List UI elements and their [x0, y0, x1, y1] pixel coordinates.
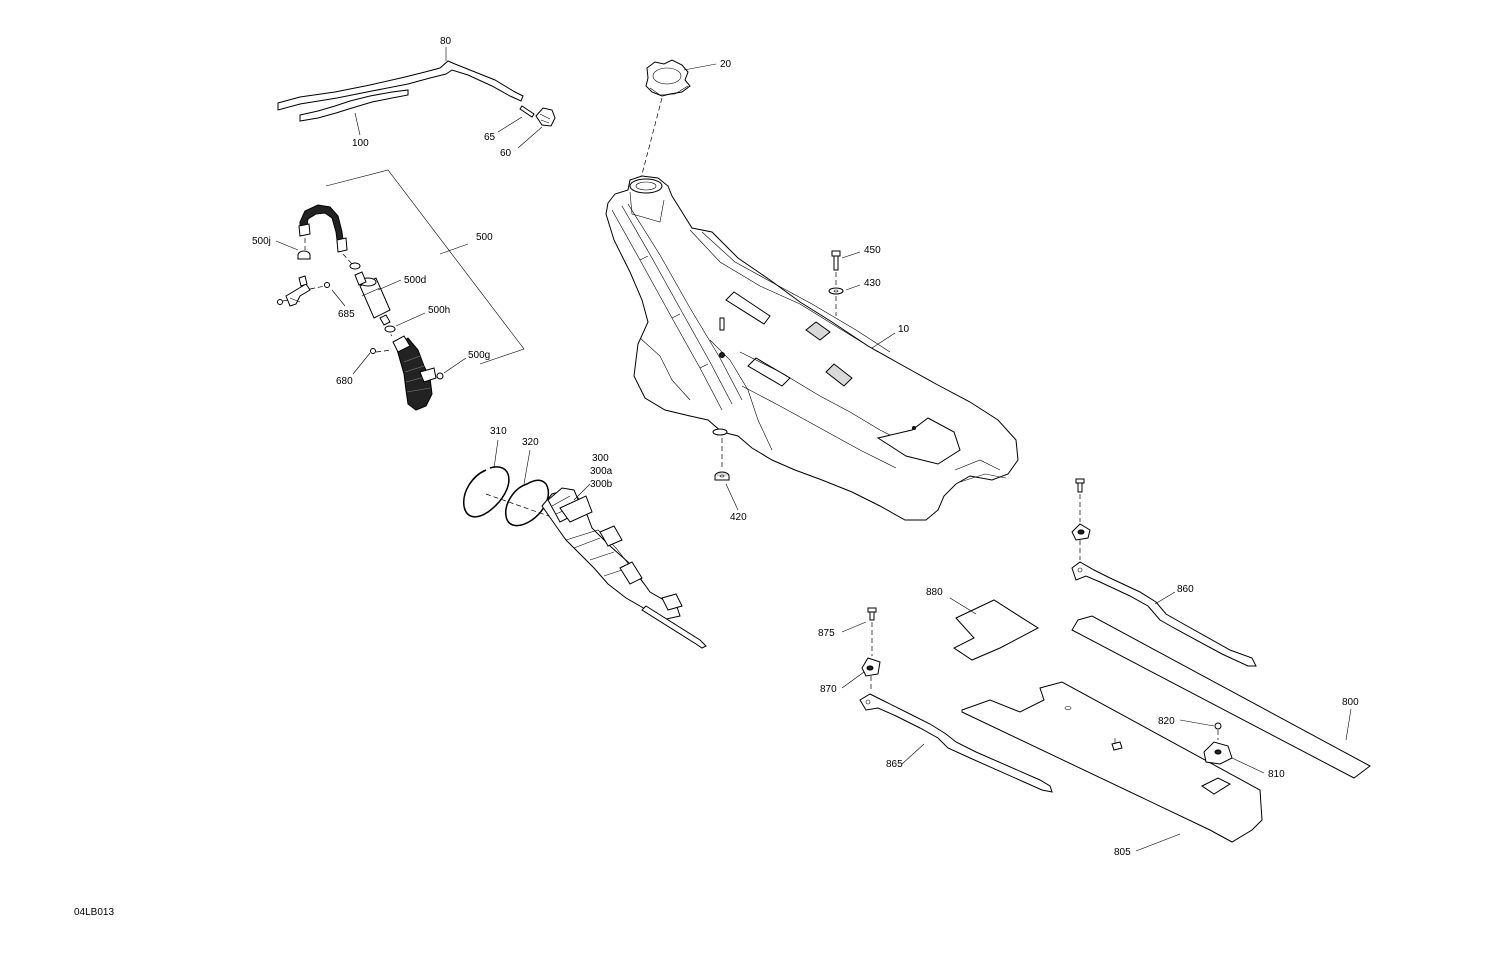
callout-20: 20 — [720, 59, 732, 70]
support-bracket-860 — [1071, 561, 1257, 667]
callout-320: 320 — [522, 437, 539, 448]
callout-450: 450 — [864, 245, 881, 256]
tee-fitting — [277, 275, 330, 307]
clamp-upper — [349, 262, 361, 270]
callout-865: 865 — [886, 759, 903, 770]
nut-870 — [861, 657, 881, 677]
callout-680: 680 — [336, 376, 353, 387]
callout-860: 860 — [1177, 584, 1194, 595]
vent-hose-80 — [277, 60, 524, 111]
callout-500j: 500j — [252, 236, 271, 247]
callout-430: 430 — [864, 278, 881, 289]
callout-labels: 80 100 65 60 20 500j 500 500d 685 500h 6… — [74, 36, 1359, 918]
bolt-820 — [1214, 722, 1222, 730]
callout-60: 60 — [500, 148, 512, 159]
fuel-cap-20 — [645, 59, 691, 97]
callout-875: 875 — [818, 628, 835, 639]
callout-80: 80 — [440, 36, 452, 47]
retaining-ring-310 — [463, 466, 510, 518]
clamp-500j — [297, 250, 311, 260]
corrugated-hose-500g — [392, 335, 444, 411]
bushing-420 — [714, 471, 730, 481]
bolt-875 — [867, 607, 877, 621]
callout-685: 685 — [338, 309, 355, 320]
callout-300a: 300a — [590, 466, 613, 477]
callout-300: 300 — [592, 453, 609, 464]
heat-shield-805 — [961, 681, 1263, 843]
washer-430 — [828, 287, 844, 295]
heat-shield-880 — [953, 599, 1039, 661]
callout-500d: 500d — [404, 275, 426, 286]
callout-500g: 500g — [468, 350, 490, 361]
callout-500: 500 — [476, 232, 493, 243]
nut-upper — [1071, 523, 1091, 541]
callout-300b: 300b — [590, 479, 613, 490]
bracket-500 — [325, 169, 525, 365]
callout-810: 810 — [1268, 769, 1285, 780]
callout-310: 310 — [490, 426, 507, 437]
support-bracket-865 — [859, 693, 1053, 793]
fuel-pump-300 — [541, 487, 707, 649]
bolt-450 — [831, 250, 841, 271]
fuel-filter-500d — [354, 271, 391, 326]
callout-800: 800 — [1342, 697, 1359, 708]
callout-10: 10 — [898, 324, 910, 335]
fuel-tank-10 — [605, 175, 1019, 521]
callout-820: 820 — [1158, 716, 1175, 727]
bolt-upper — [1075, 478, 1085, 493]
vent-valve-60 — [519, 105, 556, 127]
vent-hose-100 — [299, 89, 409, 122]
callout-880: 880 — [926, 587, 943, 598]
drawing-code: 04LB013 — [74, 907, 114, 918]
clamp-500h — [384, 325, 396, 333]
callout-100: 100 — [352, 138, 369, 149]
gasket-320 — [505, 479, 550, 527]
clip-810 — [1203, 741, 1233, 765]
fuel-line-500 — [298, 204, 348, 253]
leader-lines — [275, 47, 1352, 852]
heat-shield-800 — [1071, 615, 1371, 779]
callout-65: 65 — [484, 132, 496, 143]
callout-420: 420 — [730, 512, 747, 523]
callout-500h: 500h — [428, 305, 450, 316]
callout-805: 805 — [1114, 847, 1131, 858]
callout-870: 870 — [820, 684, 837, 695]
